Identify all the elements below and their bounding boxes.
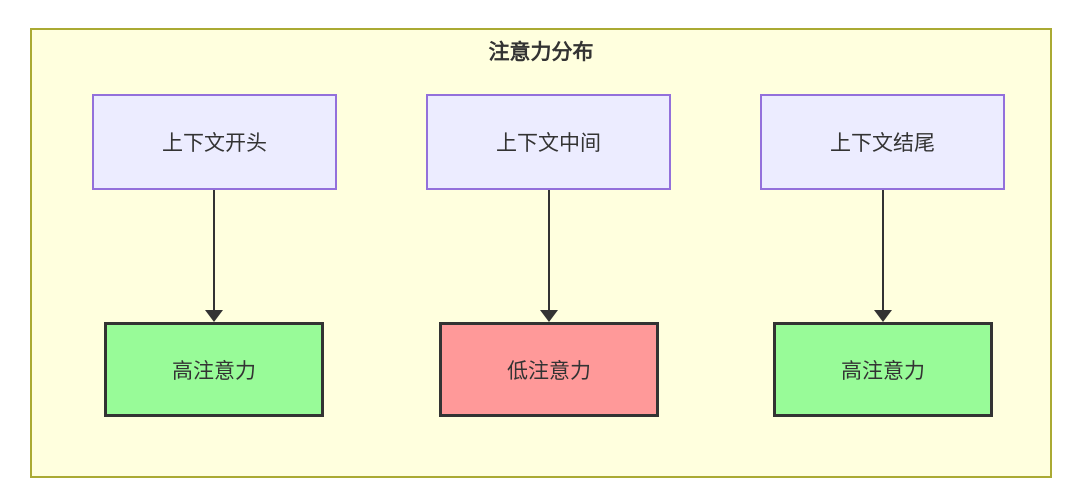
arrowhead-icon <box>205 310 223 322</box>
node-high-attention-left: 高注意力 <box>104 322 324 417</box>
diagram-title: 注意力分布 <box>488 41 594 64</box>
node-low-attention-middle: 低注意力 <box>439 322 659 417</box>
node-context-middle: 上下文中间 <box>426 94 671 190</box>
node-label: 高注意力 <box>172 359 256 383</box>
arrowhead-icon <box>540 310 558 322</box>
node-context-beginning: 上下文开头 <box>92 94 337 190</box>
arrow-shaft <box>213 190 215 311</box>
arrow-shaft <box>882 190 884 311</box>
node-label: 低注意力 <box>507 359 591 383</box>
node-context-end: 上下文结尾 <box>760 94 1005 190</box>
node-label: 上下文结尾 <box>830 132 935 155</box>
arrowhead-icon <box>874 310 892 322</box>
node-label: 高注意力 <box>841 359 925 383</box>
attention-distribution-frame: 注意力分布 上下文开头 上下文中间 上下文结尾 高注意力 低注意力 <box>30 28 1052 478</box>
arrow-middle-to-low <box>540 190 558 322</box>
arrow-beginning-to-high <box>205 190 223 322</box>
node-label: 上下文开头 <box>162 132 267 155</box>
arrow-end-to-high <box>874 190 892 322</box>
node-label: 上下文中间 <box>496 132 601 155</box>
node-high-attention-right: 高注意力 <box>773 322 993 417</box>
arrow-shaft <box>548 190 550 311</box>
